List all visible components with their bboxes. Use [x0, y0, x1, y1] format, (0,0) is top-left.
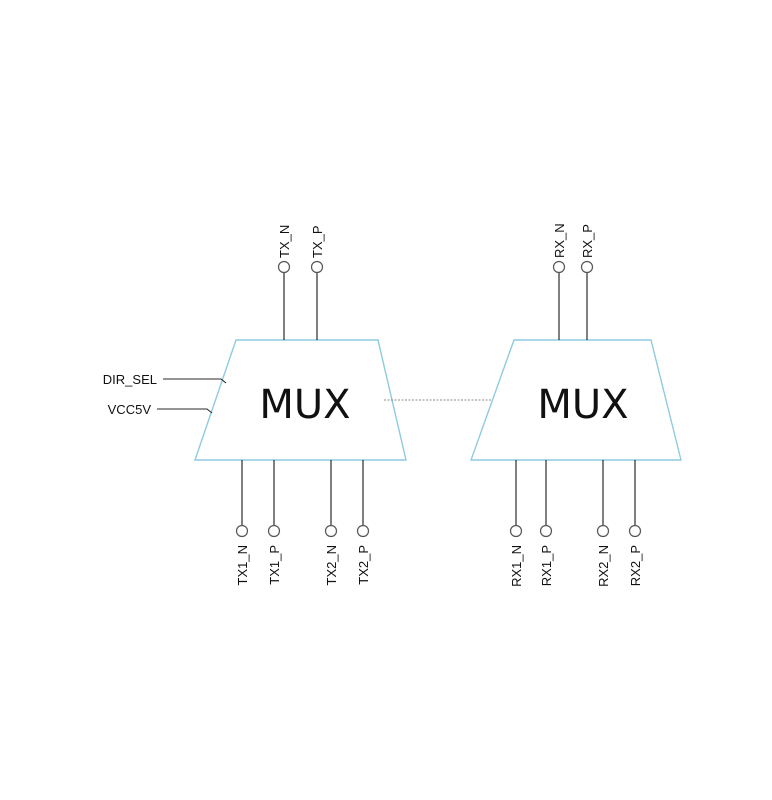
vcc5v-label: VCC5V — [108, 402, 152, 417]
pin-tx2-n-terminal — [324, 524, 338, 538]
pin-tx2-n-label: TX2_N — [324, 545, 339, 585]
mux-left: MUX TX_N TX_P TX1_N TX1_P TX2_N TX2_P DI… — [103, 225, 407, 585]
pin-tx1-p-terminal — [267, 524, 281, 538]
pin-tx-n-label: TX_N — [277, 225, 292, 258]
pin-rx2-p-label: RX2_P — [628, 545, 643, 586]
pin-tx1-p-label: TX1_P — [267, 545, 282, 585]
mux-right: MUX RX_N RX_P RX1_N RX1_P RX2_N RX2_P — [470, 223, 682, 587]
pin-rx1-n-terminal — [509, 524, 523, 538]
pin-tx-n-terminal — [277, 260, 291, 274]
pin-rx-n-label: RX_N — [552, 223, 567, 258]
pin-tx-p-terminal — [310, 260, 324, 274]
pin-tx2-p-terminal — [356, 524, 370, 538]
mux-left-label: MUX — [259, 382, 350, 428]
dir-sel-wire — [163, 378, 227, 384]
dir-sel-label: DIR_SEL — [103, 372, 157, 387]
pin-rx-p-terminal — [580, 260, 594, 274]
pin-rx1-p-terminal — [539, 524, 553, 538]
pin-tx1-n-label: TX1_N — [235, 545, 250, 585]
vcc5v-wire — [157, 408, 213, 414]
mux-right-body — [470, 339, 682, 461]
pin-rx1-p-label: RX1_P — [539, 545, 554, 586]
pin-rx-n-terminal — [552, 260, 566, 274]
pin-tx1-n-terminal — [235, 524, 249, 538]
mux-right-label: MUX — [537, 382, 628, 428]
pin-rx2-p-terminal — [628, 524, 642, 538]
pin-rx2-n-terminal — [596, 524, 610, 538]
pin-tx2-p-label: TX2_P — [356, 545, 371, 585]
pin-rx2-n-label: RX2_N — [596, 545, 611, 587]
pin-rx1-n-label: RX1_N — [509, 545, 524, 587]
mux-left-body — [194, 339, 407, 461]
pin-tx-p-label: TX_P — [310, 225, 325, 258]
pin-rx-p-label: RX_P — [580, 224, 595, 258]
